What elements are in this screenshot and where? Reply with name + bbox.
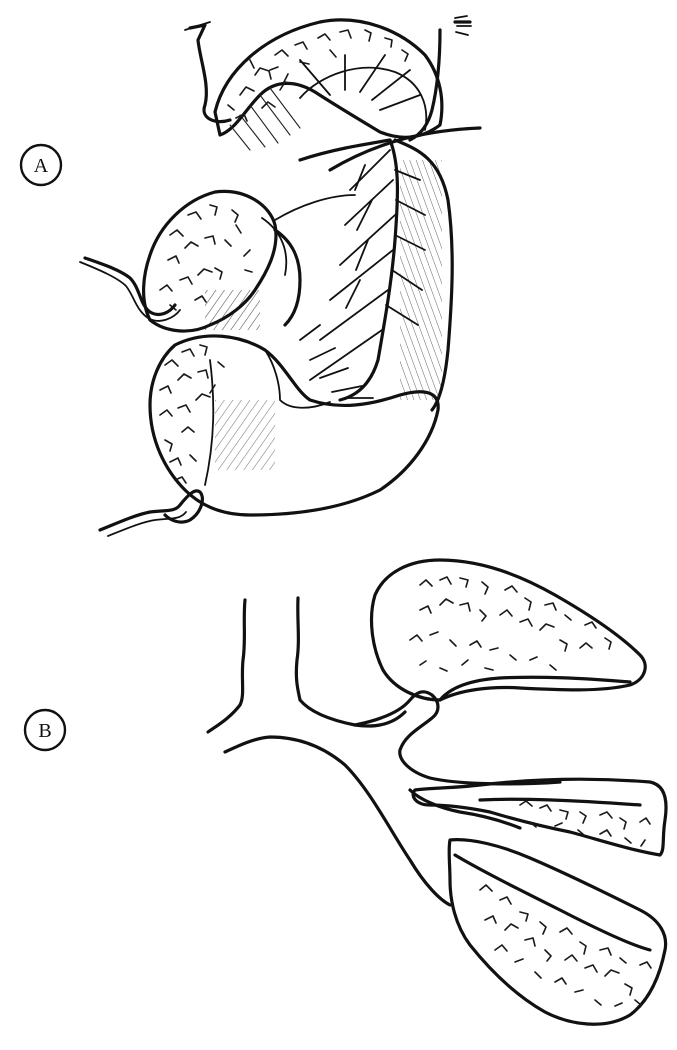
lower-lobe bbox=[150, 336, 438, 515]
panel-b-label: B bbox=[25, 710, 65, 750]
trachea bbox=[208, 598, 450, 905]
panel-a-letter: A bbox=[34, 155, 49, 177]
lower-sac bbox=[449, 840, 666, 1025]
upper-vessel bbox=[190, 25, 230, 122]
upper-duct bbox=[355, 692, 560, 784]
panel-b-letter: B bbox=[38, 720, 51, 742]
upper-lobe-texture bbox=[228, 30, 408, 121]
panel-a-label: A bbox=[21, 145, 61, 185]
lower-vessel bbox=[100, 491, 202, 530]
upper-lobe bbox=[215, 20, 442, 150]
middle-bronchus bbox=[275, 230, 300, 325]
inner-lobe-right bbox=[395, 140, 452, 410]
panel-b-drawing: B bbox=[25, 560, 666, 1024]
middle-vessel bbox=[85, 258, 175, 314]
panel-a-drawing: A bbox=[21, 16, 480, 536]
middle-lobe bbox=[144, 191, 287, 331]
upper-sac bbox=[372, 560, 646, 700]
